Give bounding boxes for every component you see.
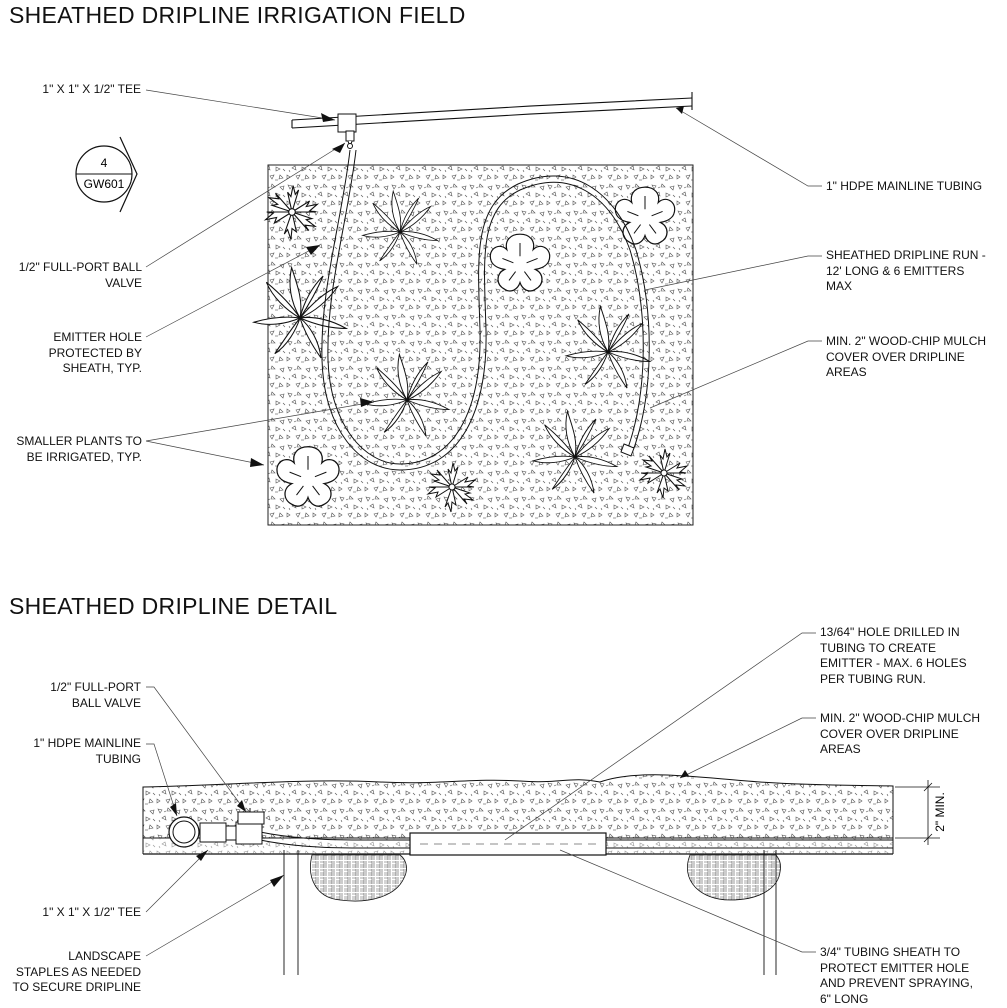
detail-tee-label: 1" X 1" X 1/2" TEE	[42, 905, 141, 919]
dimension-2in-min	[895, 780, 940, 845]
field-ball-valve-label: 1/2" FULL-PORT BALL VALVE	[18, 260, 142, 290]
field-tee	[337, 113, 357, 149]
dripline-run	[321, 149, 650, 471]
detail-ball-valve-label: 1/2" FULL-PORT BALL VALVE	[50, 680, 141, 710]
dripline-end-cap	[620, 443, 635, 457]
landscape-staples	[283, 850, 777, 975]
field-arrowheads	[250, 106, 684, 467]
detail-mulch-label: MIN. 2" WOOD-CHIP MULCH COVER OVER DRIPL…	[820, 711, 981, 756]
detail-leaders	[145, 632, 816, 957]
section-marker-sheet: GW601	[84, 177, 125, 191]
detail-sheath-label: 3/4" TUBING SHEATH TO PROTECT EMITTER HO…	[820, 945, 973, 1006]
soil-clumps	[310, 854, 781, 902]
section-marker-number: 4	[101, 156, 108, 170]
dimension-label: 2" MIN.	[933, 792, 947, 832]
section-marker: 4 GW601	[75, 136, 138, 213]
detail-arrowheads	[170, 770, 689, 887]
detail-title: SHEATHED DRIPLINE DETAIL	[9, 593, 338, 619]
field-title: SHEATHED DRIPLINE IRRIGATION FIELD	[9, 2, 466, 28]
detail-tee-valve	[199, 808, 265, 845]
detail-mainline-pipe	[168, 816, 200, 848]
field-dripline-run-label: SHEATHED DRIPLINE RUN - 12' LONG & 6 EMI…	[826, 248, 986, 293]
detail-dripline	[259, 831, 893, 849]
field-smaller-plants-label: SMALLER PLANTS TO BE IRRIGATED, TYP.	[16, 434, 142, 464]
field-leaders	[145, 89, 822, 466]
field-mainline-label: 1" HDPE MAINLINE TUBING	[826, 179, 983, 193]
detail-hole-label: 13/64" HOLE DRILLED IN TUBING TO CREATE …	[820, 625, 967, 686]
field-tee-label: 1" X 1" X 1/2" TEE	[42, 82, 141, 96]
detail-mulch-layer	[142, 774, 894, 839]
field-mulch-label: MIN. 2" WOOD-CHIP MULCH COVER OVER DRIPL…	[826, 334, 987, 379]
detail-staples-label: LANDSCAPE STAPLES AS NEEDED TO SECURE DR…	[12, 949, 141, 994]
detail-mainline-label: 1" HDPE MAINLINE TUBING	[33, 736, 141, 766]
field-emitter-hole-label: EMITTER HOLE PROTECTED BY SHEATH, TYP.	[48, 330, 142, 375]
